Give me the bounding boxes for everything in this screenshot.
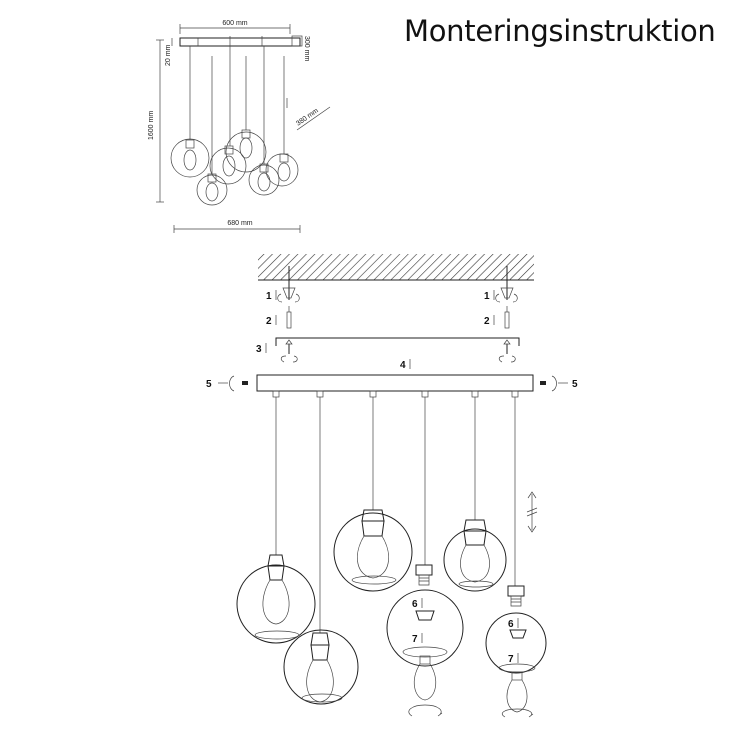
page-title: Monteringsinstruktion bbox=[404, 14, 716, 48]
step-7-b: 7 bbox=[508, 654, 514, 665]
step-1-left: 1 bbox=[266, 291, 272, 302]
mounting-bracket bbox=[275, 337, 520, 346]
left-anchor bbox=[277, 266, 300, 329]
dim-canopy-depth: 300 mm bbox=[303, 36, 310, 61]
pendant-6: 6 7 bbox=[485, 585, 547, 718]
step-5-right: 5 bbox=[572, 379, 578, 390]
step-3: 3 bbox=[256, 344, 262, 355]
dim-canopy-height: 20 mm bbox=[165, 44, 172, 66]
pendant-1 bbox=[236, 554, 316, 644]
step-5-left: 5 bbox=[206, 379, 212, 390]
dim-height: 1600 mm bbox=[148, 111, 155, 140]
dimension-drawing: 600 mm 300 mm 20 mm 1600 mm 380 mm 680 m… bbox=[148, 20, 331, 233]
step-2-right: 2 bbox=[484, 316, 490, 327]
length-adjust-arrow bbox=[527, 491, 537, 533]
small-canopy bbox=[179, 37, 301, 47]
pendant-2 bbox=[283, 629, 359, 705]
step-6-b: 6 bbox=[508, 619, 514, 630]
ceiling-hatch bbox=[258, 254, 534, 280]
small-canopy-end bbox=[291, 35, 303, 47]
step-6-a: 6 bbox=[412, 599, 418, 610]
pendant-5 bbox=[443, 519, 507, 592]
pendant-4: 6 7 bbox=[386, 564, 464, 717]
right-anchor bbox=[495, 266, 518, 329]
pendant-3 bbox=[333, 509, 413, 592]
step-2-left: 2 bbox=[266, 316, 272, 327]
dim-diagonal: 380 mm bbox=[295, 107, 320, 127]
dim-top-width: 600 mm bbox=[222, 20, 247, 27]
canopy-bar bbox=[256, 374, 534, 392]
assembly-drawing: 1 1 2 2 3 4 5 5 bbox=[206, 254, 578, 718]
step-4: 4 bbox=[400, 360, 406, 371]
step-7-a: 7 bbox=[412, 634, 418, 645]
dim-bottom-width: 680 mm bbox=[227, 220, 252, 227]
step-1-right: 1 bbox=[484, 291, 490, 302]
